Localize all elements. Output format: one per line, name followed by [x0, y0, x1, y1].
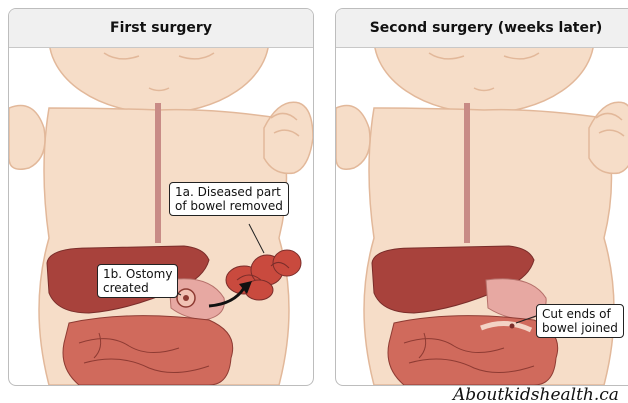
esophagus — [155, 103, 161, 243]
label-line: Cut ends of — [542, 307, 618, 321]
label-ostomy-created: 1b. Ostomy created — [97, 264, 178, 298]
second-surgery-panel: Second surgery (weeks later) — [335, 8, 628, 386]
label-line: bowel joined — [542, 321, 618, 335]
small-bowel — [388, 316, 558, 385]
label-bowel-joined: Cut ends of bowel joined — [536, 304, 624, 338]
label-line: 1a. Diseased part — [175, 185, 283, 199]
second-surgery-title: Second surgery (weeks later) — [336, 9, 628, 48]
label-diseased-bowel-removed: 1a. Diseased part of bowel removed — [169, 182, 289, 216]
label-line: created — [103, 281, 172, 295]
join-point — [510, 324, 515, 329]
stoma-center — [183, 295, 189, 301]
first-surgery-title: First surgery — [9, 9, 313, 48]
first-surgery-illustration — [9, 48, 313, 385]
first-surgery-panel: First surgery — [8, 8, 314, 386]
label-line: of bowel removed — [175, 199, 283, 213]
label-line: 1b. Ostomy — [103, 267, 172, 281]
small-bowel — [63, 316, 233, 385]
esophagus — [464, 103, 470, 243]
source-credit: Aboutkidshealth.ca — [453, 385, 619, 403]
